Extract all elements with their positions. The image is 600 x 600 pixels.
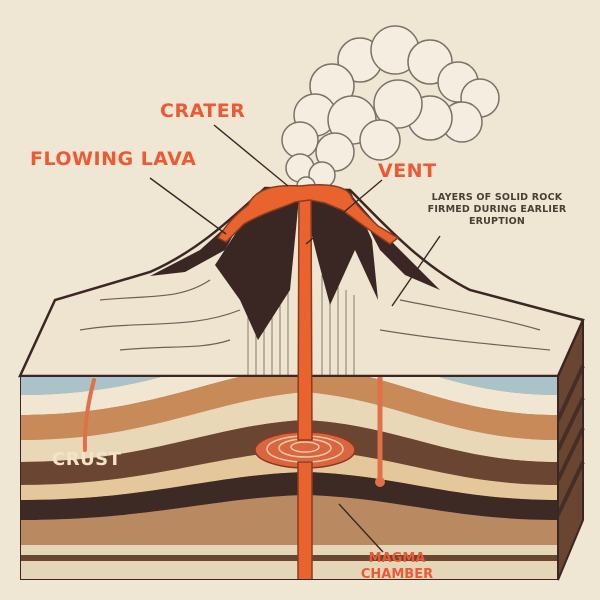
magma-chamber-label: MAGMA CHAMBER (352, 551, 442, 583)
magma-dike (298, 462, 312, 580)
flowing-lava-label: FLOWING LAVA (30, 150, 196, 169)
rock-layers-label: LAYERS OF SOLID ROCK FIRMED DURING EARLI… (412, 192, 582, 228)
main-vent (298, 190, 312, 440)
crater-label: CRATER (160, 102, 245, 121)
crust-label: CRUST (52, 451, 121, 469)
vent-label: VENT (378, 162, 437, 181)
